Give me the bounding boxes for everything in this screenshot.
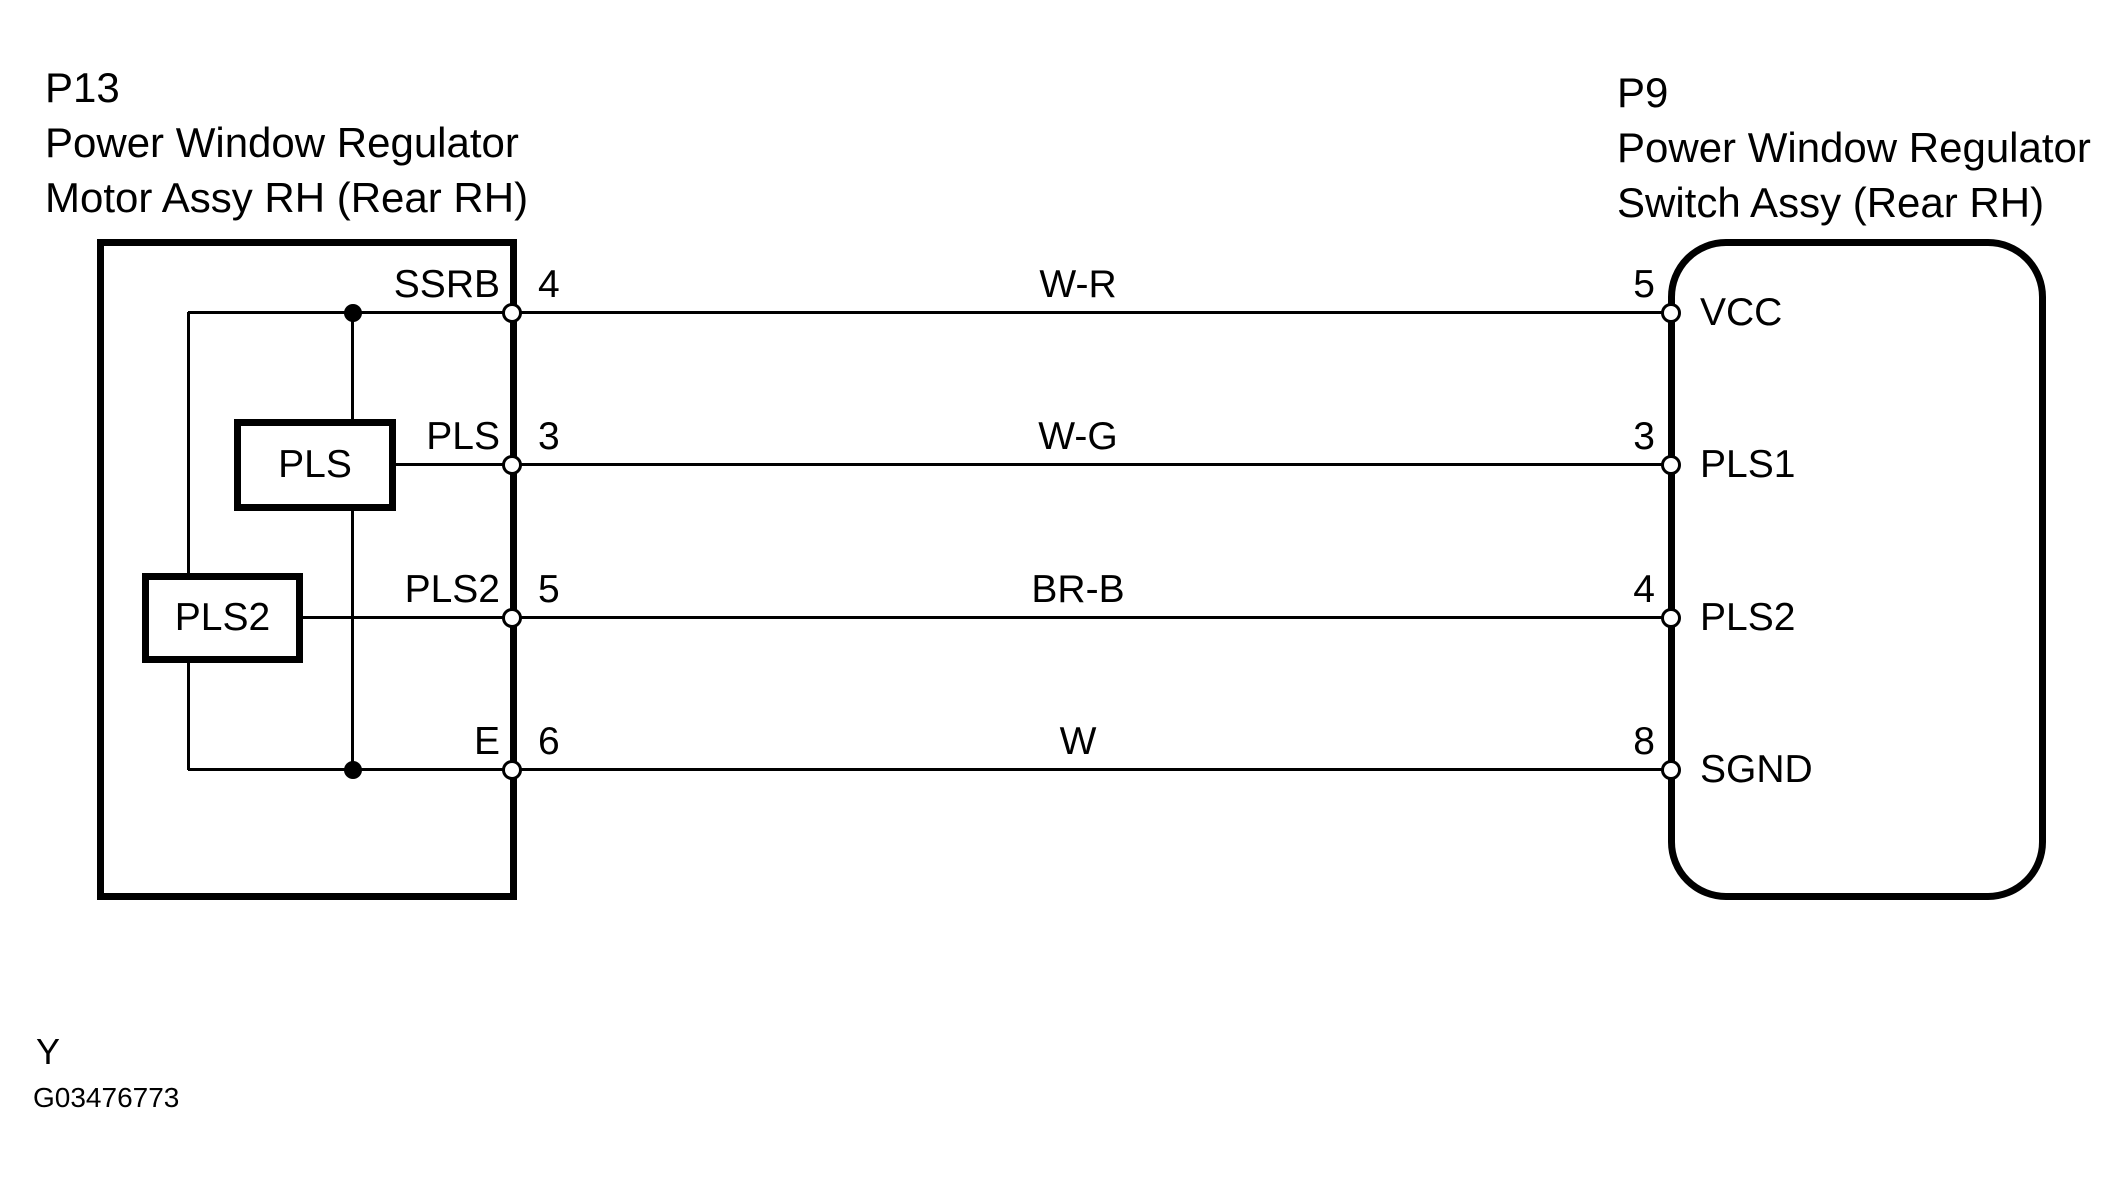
left-pin-number: 6 — [538, 720, 560, 763]
left-connector-name-line1: Power Window Regulator — [45, 119, 519, 166]
left-connector-name-line2: Motor Assy RH (Rear RH) — [45, 174, 529, 221]
left-connector-title: P13 Power Window Regulator Motor Assy RH… — [45, 60, 528, 225]
right-terminal-label: PLS1 — [1700, 443, 1796, 486]
wire-color-label: W — [1059, 720, 1097, 763]
pin-circle-right-3 — [1661, 455, 1681, 475]
left-terminal-label: SSRB — [393, 263, 500, 306]
pin-circle-left-5 — [502, 608, 522, 628]
wire-row-1-line — [390, 463, 1671, 466]
right-terminal-label: VCC — [1700, 291, 1783, 334]
right-pin-number: 8 — [1633, 720, 1655, 763]
pin-circle-left-6 — [502, 760, 522, 780]
pls2-component-label: PLS2 — [174, 596, 271, 639]
left-pin-number: 4 — [538, 263, 560, 306]
right-connector-title: P9 Power Window Regulator Switch Assy (R… — [1617, 65, 2091, 230]
pls-component-box: PLS — [234, 419, 396, 511]
right-terminal-label: SGND — [1700, 748, 1813, 791]
left-connector-code: P13 — [45, 64, 120, 111]
right-pin-number: 3 — [1633, 415, 1655, 458]
pls2-component-box: PLS2 — [142, 573, 303, 663]
revision-code: Y — [36, 1031, 61, 1072]
pin-circle-left-3 — [502, 455, 522, 475]
left-terminal-label: PLS2 — [404, 568, 500, 611]
internal-wire-center-vertical — [351, 312, 354, 770]
wire-color-label: W-R — [1039, 263, 1117, 306]
pls-component-label: PLS — [278, 443, 352, 486]
wire-color-label: BR-B — [1031, 568, 1125, 611]
figure-number: G03476773 — [33, 1082, 180, 1113]
right-terminal-label: PLS2 — [1700, 596, 1796, 639]
pin-circle-right-4 — [1661, 608, 1681, 628]
pin-circle-right-5 — [1661, 303, 1681, 323]
right-connector-box — [1668, 239, 2046, 900]
wire-row-3-line — [188, 768, 1671, 771]
pin-circle-left-4 — [502, 303, 522, 323]
left-pin-number: 3 — [538, 415, 560, 458]
right-pin-number: 5 — [1633, 263, 1655, 306]
right-pin-number: 4 — [1633, 568, 1655, 611]
right-connector-name-line1: Power Window Regulator — [1617, 124, 2091, 171]
wire-row-2-line — [297, 616, 1671, 619]
junction-dot-e — [344, 761, 362, 779]
wire-color-label: W-G — [1038, 415, 1118, 458]
left-connector-box — [97, 239, 517, 900]
wire-row-0-line — [188, 311, 1671, 314]
right-connector-name-line2: Switch Assy (Rear RH) — [1617, 179, 2045, 226]
junction-dot-ssrb — [344, 304, 362, 322]
left-pin-number: 5 — [538, 568, 560, 611]
internal-wire-left-vertical — [187, 312, 190, 770]
left-terminal-label: E — [473, 720, 500, 763]
pin-circle-right-8 — [1661, 760, 1681, 780]
right-connector-code: P9 — [1617, 69, 1669, 116]
left-terminal-label: PLS — [426, 415, 500, 458]
